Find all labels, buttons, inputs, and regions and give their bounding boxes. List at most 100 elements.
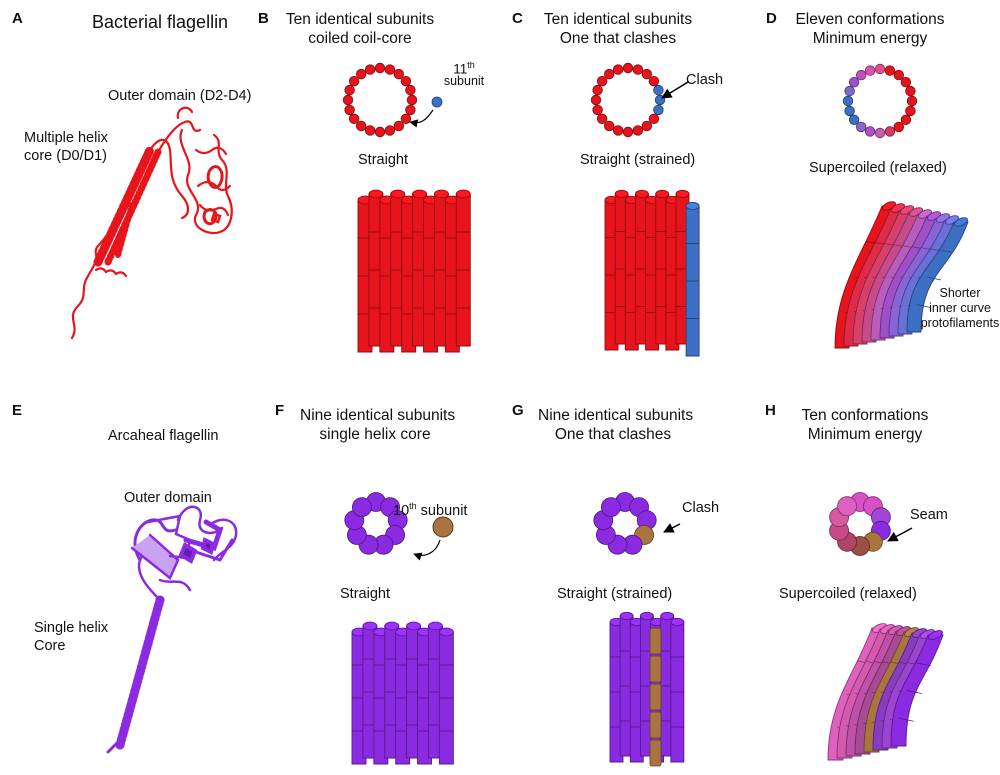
panel-e-outer-domain-label: Outer domain [124,490,212,506]
panel-letter-h: H [765,402,776,419]
ring-d-subunit [864,126,876,137]
filament-h-supercoiled [827,623,944,761]
panel-d-title-line2: Minimum energy [812,30,928,47]
panel-b-subunit-number: 11 [453,61,468,77]
ring-b-subunit [405,104,416,116]
panel-b-title-line1: Ten identical subunits [285,11,435,28]
ring-b-subunit [400,113,412,125]
ring-d-subunit [906,95,918,107]
ring-f-extra-subunit [432,516,454,538]
filament-c-strained [604,189,700,357]
panel-c-state-label: Straight (strained) [580,152,696,168]
ring-c-subunit [648,75,660,87]
ring-c-subunit [604,68,615,80]
filament-c-protofilament-top [685,201,700,211]
filament-b-protofilament-top [412,189,428,199]
filament-b-protofilament-top [390,189,406,199]
filament-c-protofilament-top [675,189,690,199]
panel-d-note-line3: protofilaments [920,316,1000,330]
ring-b-subunit [356,68,367,80]
panel-f-title-line1: Nine identical subunits [300,407,456,424]
ring-d-subunit [864,65,876,76]
filament-b-protofilament-top [433,189,449,199]
ring-c-subunit [641,68,653,80]
ring-b-subunit [374,126,386,138]
ring-b-subunit [393,120,405,132]
ring-d-subunit [905,85,916,97]
panel-e-title: Arcaheal flagellin [108,428,219,444]
panel-g-clash-label: Clash [682,500,720,516]
ring-d-subunit [856,121,867,133]
filament-g-protofilament-top [670,617,685,627]
filament-h-protofilament-top [928,630,943,640]
filament-c-protofilament-top [634,189,649,199]
panel-f-state-label: Straight [340,586,390,602]
panel-a-outer-domain-label: Outer domain (D2-D4) [108,88,252,104]
ring-g-arrow [663,523,681,533]
filament-g-protofilament-top [660,611,675,621]
ring-d-subunit [848,76,860,88]
filament-g-clash-subunit [649,627,662,655]
panel-a-core-label-line1: Multiple helix [24,130,108,146]
filament-f-protofilament-top [384,621,400,631]
ring-b-subunits [342,62,418,138]
panel-h-title-line2: Minimum energy [807,426,923,443]
ring-b-subunit [342,94,354,106]
panel-letter-c: C [512,10,523,27]
ring-c-subunit [592,104,603,116]
filament-f-protofilament-top [438,627,454,637]
ring-c-subunit [622,126,634,138]
ring-b-subunit [400,75,412,87]
ring-b-subunit [344,104,355,116]
ring-b-subunit [364,64,376,75]
panel-h-seam-label: Seam [910,507,948,523]
panel-d-note-line1: Shorter [939,286,981,300]
panel-d-title-line1: Eleven conformations [795,11,945,28]
ring-d-subunit [844,105,855,117]
ring-c-subunit [622,62,634,74]
panel-c-title-line1: Ten identical subunits [543,11,693,28]
filament-g-clash-subunit [649,711,662,739]
subunit-boundary [938,249,953,253]
panel-b-subunit-word: subunit [443,74,485,88]
ring-d-subunit [900,76,912,88]
bacterial-flagellin-structure [70,106,233,340]
panel-f-subunit-suffix: th [409,501,417,511]
filament-h-protofilament [890,634,944,747]
ring-d-subunit [893,69,905,81]
ring-b-subunit [384,64,396,75]
panel-c-clash-label: Clash [686,72,724,88]
ring-c-subunits [590,62,666,138]
panel-f-subunit-number: 10 [393,502,410,519]
filament-c-protofilament-top [655,189,670,199]
ring-b-subunit [348,113,360,125]
filament-b-protofilament-top [455,189,471,199]
ring-d-subunits [842,63,918,139]
subunit-boundary [898,717,914,722]
filament-d-protofilament [906,221,969,333]
ring-c-subunit [632,125,644,136]
ring-b-subunit [374,62,386,74]
ring-b-subunit [384,125,396,136]
archaeal-flagellin-structure [106,505,238,754]
ring-f-subunit [351,497,372,518]
panel-b-state-label: Straight [358,152,408,168]
filament-d-supercoiled [834,201,969,349]
panel-g-title-line1: Nine identical subunits [538,407,694,424]
ring-c-subunit [592,84,603,96]
ring-d-subunit [900,114,912,126]
ring-g-subunit [601,497,621,518]
ring-b-extra-subunit [431,96,443,108]
panel-letter-b: B [258,10,269,27]
ring-c-subunit [612,125,624,136]
panel-d-state-label: Supercoiled (relaxed) [809,160,947,176]
panel-g-title-line2: One that clashes [554,426,672,443]
panel-letter-d: D [766,10,777,27]
ring-b-subunit [344,84,355,96]
filament-g-protofilament-top [639,611,654,621]
panel-h-state-label: Supercoiled (relaxed) [779,586,917,602]
panel-b-title-line2: coiled coil-core [308,30,412,47]
ring-c-subunit [641,120,653,132]
subunit-boundary [916,304,931,308]
panel-e-core-label-line2: Core [34,638,66,654]
